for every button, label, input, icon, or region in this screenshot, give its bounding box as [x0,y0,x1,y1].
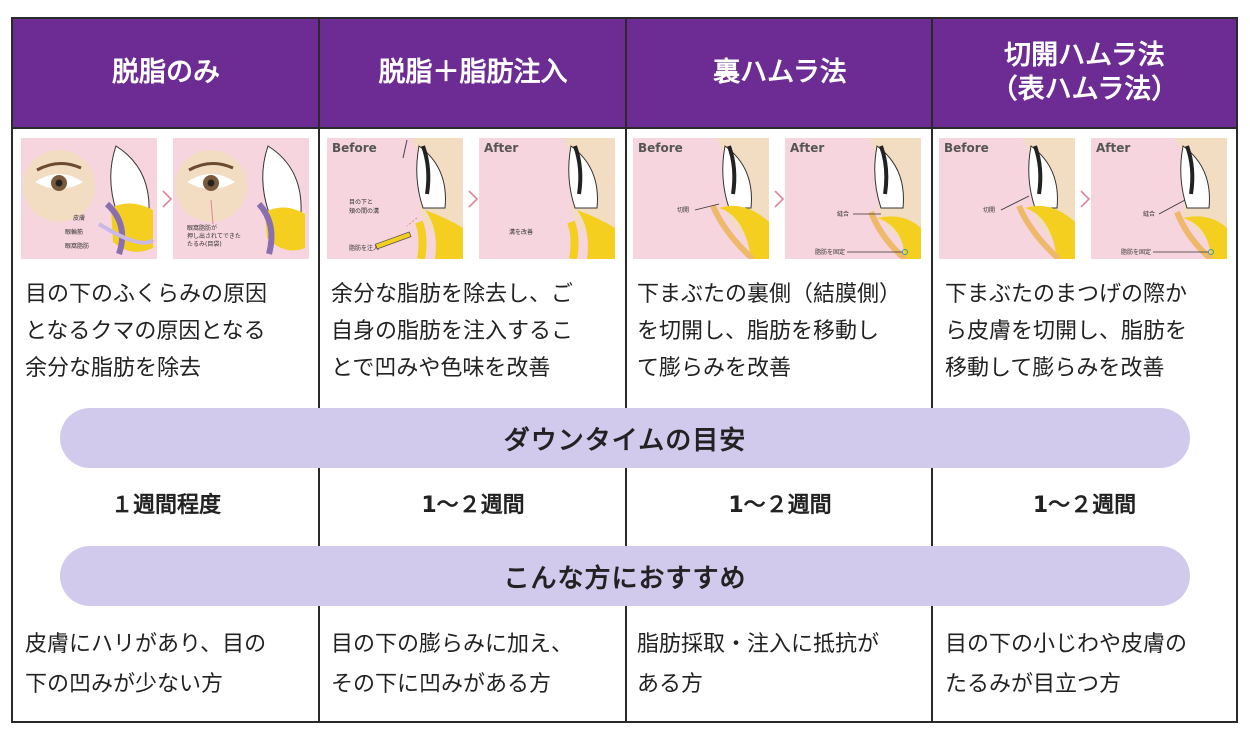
illustration-label: 眼窩脂肪 [65,242,89,250]
illustration-label: 脂肪を固定 [815,248,845,256]
chevron-right-icon [468,190,479,208]
description-line: となるクマの原因となる [25,319,266,344]
column-title-2: 脱脂＋脂肪注入 [319,19,627,127]
column-title-line: （表ハムラ法） [990,74,1179,105]
chevron-right-icon [162,190,173,208]
illustration-label: 切開 [983,207,995,214]
recommend-4: 目の下の小じわや皮膚の たるみが目立つ方 [945,625,1235,705]
recommend-1: 皮膚にハリがあり、目の 下の凹みが少ない方 [25,625,315,705]
description-line: 移動して膨らみを改善 [945,356,1165,381]
illustration-label: 目の下と [349,199,373,206]
after-label: After [484,141,518,155]
chevron-right-icon [1080,190,1091,208]
illustration-label: 眼輪筋 [65,228,83,236]
recommend-line: たるみが目立つ方 [945,672,1122,697]
illustration-label: 縫合 [837,210,849,218]
description-line: を切開し、脂肪を移動し [637,319,880,344]
description-3: 下まぶたの裏側（結膜側） を切開し、脂肪を移動し て膨らみを改善 [637,276,929,387]
after-label: After [1096,141,1130,155]
column-title-line: 脱脂＋脂肪注入 [378,57,568,88]
illustration-label: 脂肪を注入 [349,244,379,252]
recommend-2: 目の下の膨らみに加え、 その下に凹みがある方 [331,625,621,705]
comparison-table: 脱脂のみ 脱脂＋脂肪注入 裏ハムラ法 切開ハムラ法 （表ハムラ法） 皮膚 眼輪筋… [11,17,1238,723]
description-line: 下まぶたのまつげの際か [945,282,1188,307]
downtime-value-3: 1～２週間 [728,493,832,518]
column-divider [931,19,933,721]
recommend-line: 皮膚にハリがあり、目の [25,632,267,657]
illustration-label: 縫合 [1143,210,1155,218]
column-title-line: 切開ハムラ法 [1004,40,1165,71]
illustration-label: 溝を改善 [509,228,533,236]
column-divider [318,19,320,721]
downtime-value-2: 1～２週間 [421,493,525,518]
recommend-line: 下の凹みが少ない方 [25,672,224,697]
illustration-fat-injection-before: Before 目の下と 頬の間の溝 脂肪を注入 [327,138,463,259]
description-line: て膨らみを改善 [637,356,792,381]
illustration-label: たるみ(目袋) [187,240,222,248]
illustration-label: 眼窩脂肪が [187,224,217,232]
recommend-line: ある方 [637,672,704,697]
column-divider [625,19,627,721]
illustration-transconjunctival-after: After 縫合 脂肪を固定 [785,138,921,259]
illustration-label: 切開 [677,207,689,214]
description-line: 自身の脂肪を注入するこ [331,319,574,344]
after-label: After [790,141,824,155]
description-line: 余分な脂肪を除去し、ご [331,282,574,307]
recommend-line: 目の下の膨らみに加え、 [331,632,574,657]
recommend-banner-label: こんな方におすすめ [503,563,747,594]
table-header [13,19,1236,127]
illustration-subciliary-before: Before 切開 [939,138,1075,259]
column-title-1: 脱脂のみ [13,19,319,127]
description-2: 余分な脂肪を除去し、ご 自身の脂肪を注入するこ とで凹みや色味を改善 [331,276,621,387]
before-label: Before [332,141,377,155]
header-divider [13,127,1236,129]
description-line: 余分な脂肪を除去 [25,356,202,381]
illustration-transconjunctival-before: Before 切開 [633,138,769,259]
description-1: 目の下のふくらみの原因 となるクマの原因となる 余分な脂肪を除去 [25,276,315,387]
column-title-line: 脱脂のみ [112,57,220,88]
illustration-label: 頬の間の溝 [349,207,379,215]
illustration-fat-removal-after: 眼窩脂肪が 押し出されてできた たるみ(目袋) [173,138,309,259]
column-title-3: 裏ハムラ法 [627,19,933,127]
illustration-fat-removal-before: 皮膚 眼輪筋 眼窩脂肪 [21,138,157,259]
illustration-label: 皮膚 [73,214,85,222]
description-4: 下まぶたのまつげの際か ら皮膚を切開し、脂肪を 移動して膨らみを改善 [945,276,1235,387]
chevron-right-icon [774,190,785,208]
before-label: Before [944,141,989,155]
downtime-value-1: １週間程度 [110,493,221,518]
column-title-line: 裏ハムラ法 [713,57,847,88]
downtime-banner-label: ダウンタイムの目安 [503,425,747,456]
recommend-banner: こんな方におすすめ [60,546,1190,606]
recommend-3: 脂肪採取・注入に抵抗が ある方 [637,625,929,705]
description-line: 下まぶたの裏側（結膜側） [637,282,902,307]
downtime-banner: ダウンタイムの目安 [60,408,1190,468]
recommend-line: その下に凹みがある方 [331,672,552,697]
description-line: ら皮膚を切開し、脂肪を [945,319,1188,344]
before-label: Before [638,141,683,155]
description-line: とで凹みや色味を改善 [331,356,551,381]
illustration-label: 押し出されてできた [187,232,241,240]
illustration-fat-injection-after: After 溝を改善 [479,138,615,259]
recommend-line: 目の下の小じわや皮膚の [945,632,1188,657]
column-title-4: 切開ハムラ法 （表ハムラ法） [933,19,1236,127]
description-line: 目の下のふくらみの原因 [25,282,268,307]
recommend-line: 脂肪採取・注入に抵抗が [637,632,880,657]
illustration-subciliary-after: After 縫合 脂肪を固定 [1091,138,1227,259]
illustration-label: 脂肪を固定 [1121,248,1151,256]
downtime-value-4: 1～２週間 [1032,493,1137,518]
